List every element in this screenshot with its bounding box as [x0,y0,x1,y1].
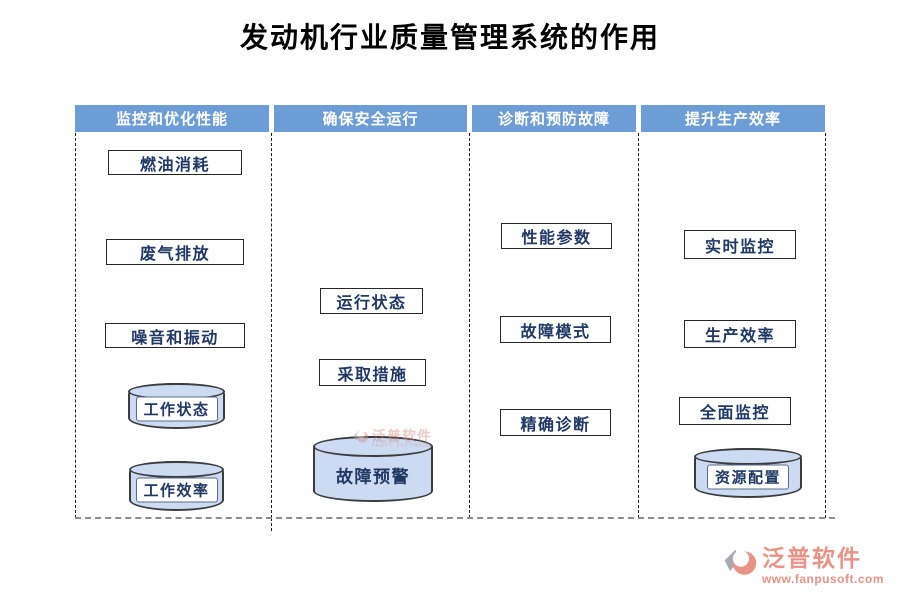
comprehensive-monitoring-box: 全面监控 [679,397,791,425]
column-divider [271,133,272,518]
operating-status-box: 运行状态 [320,288,423,314]
watermark-small: 泛普软件 FANPU SOFTWARE [352,429,432,449]
realtime-monitoring-box: 实时监控 [684,230,796,259]
fault-warning-label: 故障预警 [336,467,410,487]
bottom-border [75,517,835,519]
cylinder-top [129,461,224,478]
fanpu-logo-icon [724,549,757,575]
noise-vibration-box: 噪音和振动 [105,323,245,348]
watermark-brand: 泛普软件 [372,428,432,444]
working-status-cylinder: 工作状态 [128,383,225,429]
production-efficiency-box: 生产效率 [684,320,796,348]
fault-warning-cylinder: 故障预警 [313,436,433,502]
column-header-production-efficiency: 提升生产效率 [641,105,825,132]
watermark-caption: FANPU SOFTWARE [372,443,433,449]
resource-allocation-label: 资源配置 [706,464,790,490]
fanpu-logo-icon [353,430,369,443]
watermark-brand-block: 泛普软件 www.fanpusoft.com [722,544,884,586]
accurate-diagnosis-box: 精确诊断 [500,409,611,436]
column-divider [75,133,76,518]
column-divider [638,133,639,518]
column-divider [825,133,826,518]
column-divider-tail [271,518,272,531]
fuel-consumption-box: 燃油消耗 [108,150,242,175]
column-header-safe-operation: 确保安全运行 [274,105,467,132]
working-status-label: 工作状态 [135,396,218,422]
working-efficiency-cylinder: 工作效率 [129,461,224,511]
cylinder-top [313,436,433,457]
performance-parameters-box: 性能参数 [501,223,612,249]
resource-allocation-cylinder: 资源配置 [694,448,802,498]
page-title: 发动机行业质量管理系统的作用 [239,23,660,54]
column-divider [469,133,470,518]
watermark-url: www.fanpusoft.com [761,571,884,586]
take-measures-box: 采取措施 [319,359,426,386]
column-header-monitor-optimize: 监控和优化性能 [75,105,269,132]
working-efficiency-label: 工作效率 [135,477,218,503]
exhaust-emission-box: 废气排放 [106,239,244,265]
column-header-diagnose-prevent: 诊断和预防故障 [472,105,636,132]
cylinder-top [694,448,802,465]
watermark-brand: 泛普软件 [761,544,862,571]
fault-mode-box: 故障模式 [500,316,611,343]
